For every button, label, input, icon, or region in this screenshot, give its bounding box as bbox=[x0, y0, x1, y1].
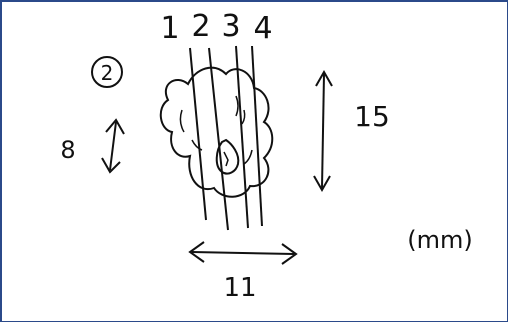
line-labels: 1 2 3 4 bbox=[160, 9, 272, 46]
section-lines bbox=[189, 45, 263, 231]
unit-label: (mm) bbox=[407, 226, 472, 254]
section-line-2 bbox=[208, 47, 229, 231]
panel-number-badge: 2 bbox=[91, 56, 123, 88]
line-label-4: 4 bbox=[253, 11, 272, 46]
line-label-3: 3 bbox=[221, 9, 240, 44]
section-line-1 bbox=[189, 47, 207, 221]
panel-number: 2 bbox=[101, 61, 114, 85]
dimension-bottom bbox=[188, 241, 298, 265]
section-line-4 bbox=[251, 45, 263, 227]
dimension-left-label: 8 bbox=[60, 136, 75, 164]
dimension-right-label: 15 bbox=[354, 100, 390, 133]
line-label-1: 1 bbox=[160, 11, 179, 46]
dimension-left bbox=[101, 118, 125, 174]
line-label-2: 2 bbox=[191, 9, 210, 44]
dimension-right bbox=[313, 69, 333, 193]
dimension-bottom-label: 11 bbox=[223, 273, 256, 303]
section-line-3 bbox=[235, 45, 249, 229]
lesion-outline bbox=[159, 66, 274, 198]
